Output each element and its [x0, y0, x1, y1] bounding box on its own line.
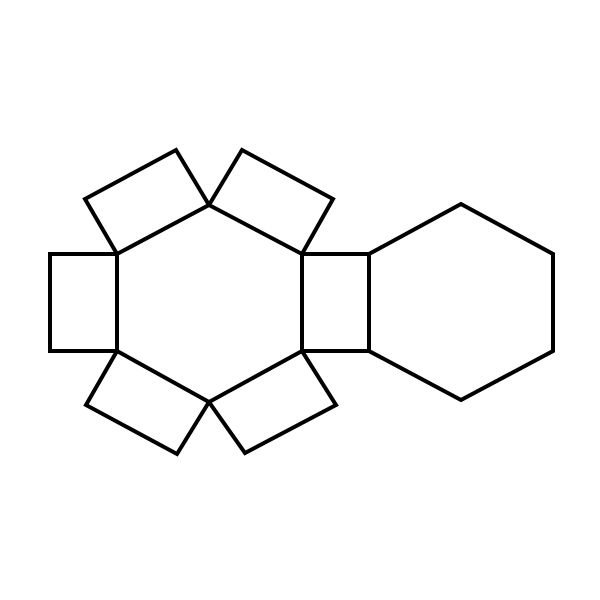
hexagon-face-right [367, 201, 555, 403]
hexagon-face-left [116, 203, 303, 404]
